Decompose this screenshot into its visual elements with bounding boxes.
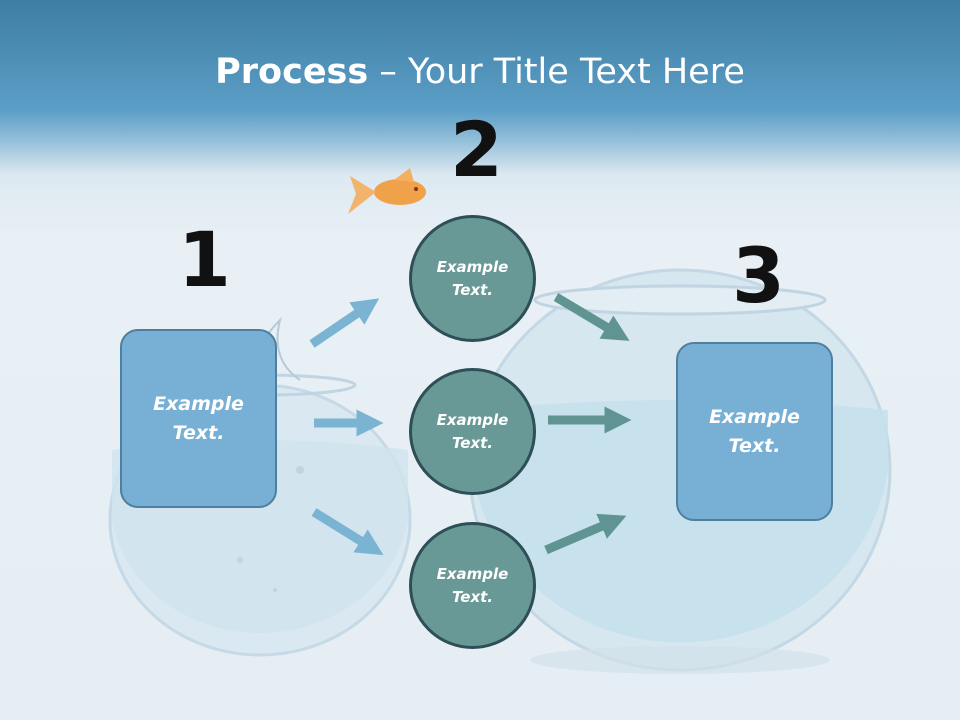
arrow-top-to-3 bbox=[553, 293, 630, 341]
step-1-box[interactable]: Example Text. bbox=[120, 329, 277, 508]
circle-top-text: Example Text. bbox=[436, 257, 509, 299]
step-2-circle-bottom[interactable]: Example Text. bbox=[409, 522, 536, 649]
step-1-text: Example Text. bbox=[153, 392, 244, 444]
circle-bottom-text: Example Text. bbox=[436, 564, 509, 606]
step-2-circle-middle[interactable]: Example Text. bbox=[409, 368, 536, 495]
title-rest: – Your Title Text Here bbox=[368, 52, 745, 92]
circle-middle-text: Example Text. bbox=[436, 410, 509, 452]
step-3-box[interactable]: Example Text. bbox=[676, 342, 833, 521]
arrow-1-to-top bbox=[309, 298, 380, 348]
step-number-3: 3 bbox=[732, 231, 785, 320]
slide-title: Process – Your Title Text Here bbox=[0, 52, 960, 92]
step-3-text: Example Text. bbox=[709, 405, 800, 457]
step-number-1: 1 bbox=[178, 215, 231, 304]
goldfish-image bbox=[348, 168, 426, 214]
step-number-2: 2 bbox=[450, 105, 503, 194]
arrow-bottom-to-3 bbox=[544, 513, 627, 555]
step-2-circle-top[interactable]: Example Text. bbox=[409, 215, 536, 342]
title-bold: Process bbox=[215, 52, 369, 92]
arrow-1-to-bottom bbox=[311, 508, 384, 556]
